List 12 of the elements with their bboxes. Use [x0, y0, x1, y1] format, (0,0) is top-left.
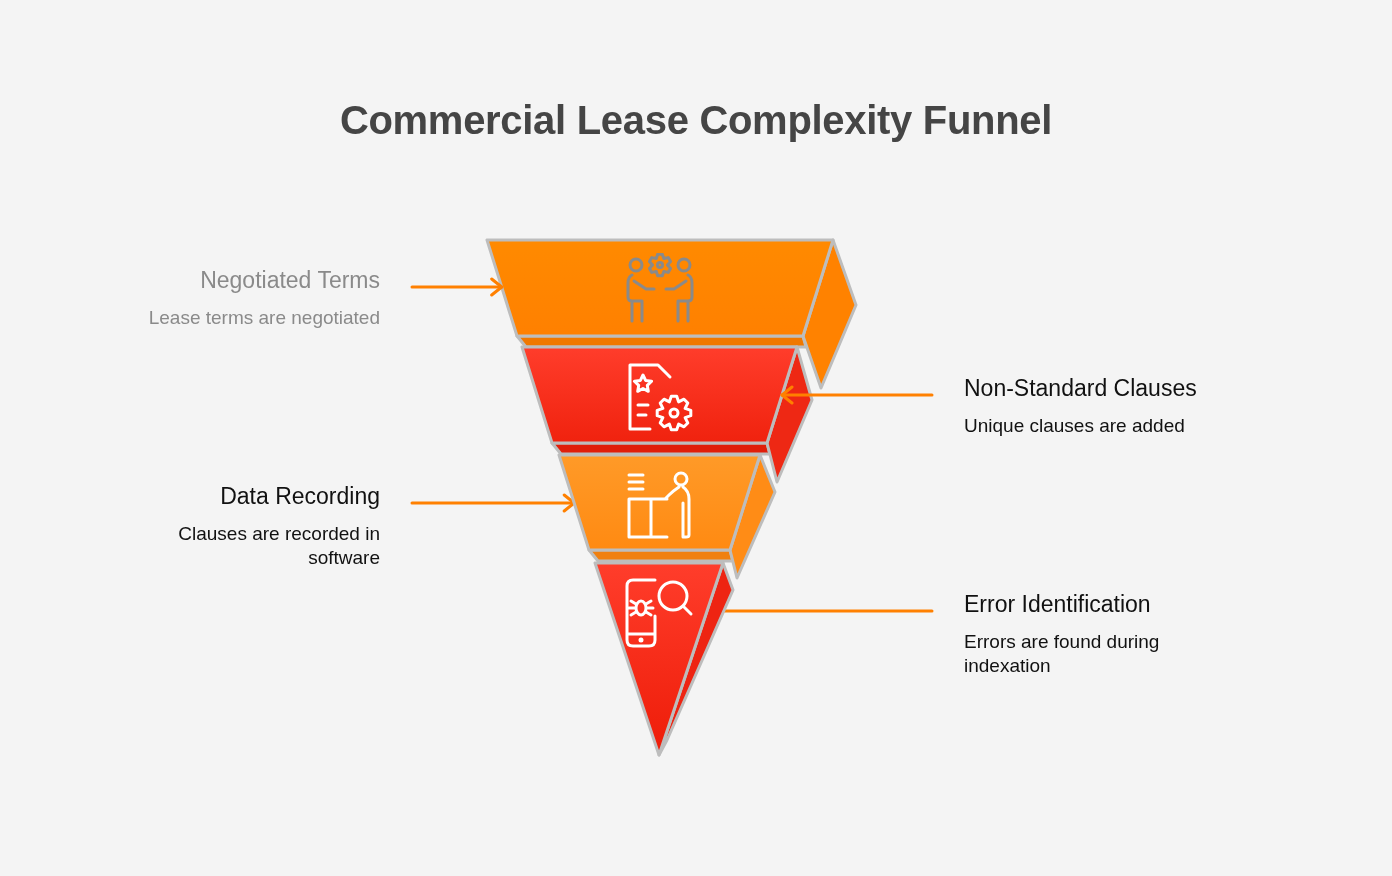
step-description: Lease terms are negotiated [148, 306, 380, 330]
step-description: Errors are found during indexation [964, 630, 1161, 678]
step-description: Unique clauses are added [964, 414, 1185, 438]
title: Commercial Lease Complexity Funnel [339, 98, 1053, 142]
step-heading: Error Identification [964, 590, 1151, 618]
step-heading: Data Recording [220, 482, 380, 510]
step-description: Clauses are recorded in software [177, 522, 380, 570]
step-heading: Negotiated Terms [200, 266, 380, 294]
arrow [780, 385, 934, 405]
arrow [410, 277, 504, 297]
step-heading: Non-Standard Clauses [964, 374, 1197, 402]
arrow [410, 493, 576, 513]
